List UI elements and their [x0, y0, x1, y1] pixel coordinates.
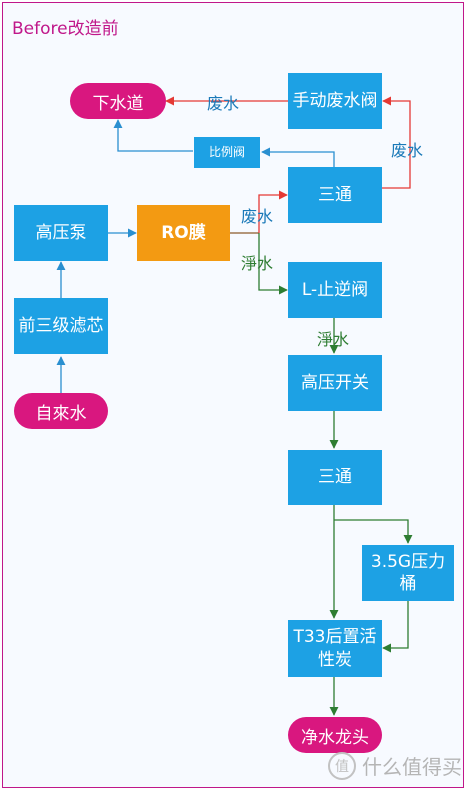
node-ro-membrane: RO膜 [137, 205, 230, 261]
watermark-text: 什么值得买 [362, 755, 462, 779]
node-faucet: 净水龙头 [288, 717, 382, 753]
arrow-tank-to-carbon [382, 601, 409, 653]
node-pressure-tank: 3.5G压力桶 [362, 545, 454, 601]
node-manual-waste-valve: 手动废水阀 [288, 73, 382, 129]
node-post-carbon: T33后置活性炭 [288, 620, 382, 677]
arrow-tee-to-manual-valve [381, 96, 411, 189]
node-tap-water: 自來水 [14, 393, 108, 429]
arrow-ro-clean-to-check [258, 233, 288, 295]
arrow-tee-to-ratio-valve [261, 147, 335, 167]
node-tee-top: 三通 [288, 167, 382, 223]
node-drain: 下水道 [70, 83, 166, 119]
node-prefilter: 前三级滤芯 [14, 298, 108, 354]
node-tee-bottom: 三通 [288, 450, 382, 505]
node-check-valve: L-止逆阀 [288, 262, 382, 318]
node-high-pressure-pump: 高压泵 [14, 205, 108, 261]
arrow-ratio-valve-to-drain [113, 119, 193, 152]
node-pressure-switch: 高压开关 [288, 355, 382, 411]
watermark: 值 什么值得买 [328, 751, 462, 780]
label-clean-ro: 淨水 [241, 254, 274, 273]
arrow-tee-to-tank [334, 519, 413, 544]
label-clean-check: 淨水 [317, 330, 350, 349]
label-waste-ro: 废水 [241, 207, 274, 226]
label-waste-right: 废水 [391, 141, 424, 160]
diagram-title: Before改造前 [12, 19, 119, 39]
smzdm-logo-icon: 值 [328, 751, 356, 780]
label-waste-top: 废水 [207, 94, 240, 113]
arrow-ro-waste-to-tee [258, 190, 288, 233]
node-ratio-valve: 比例阀 [194, 137, 260, 168]
